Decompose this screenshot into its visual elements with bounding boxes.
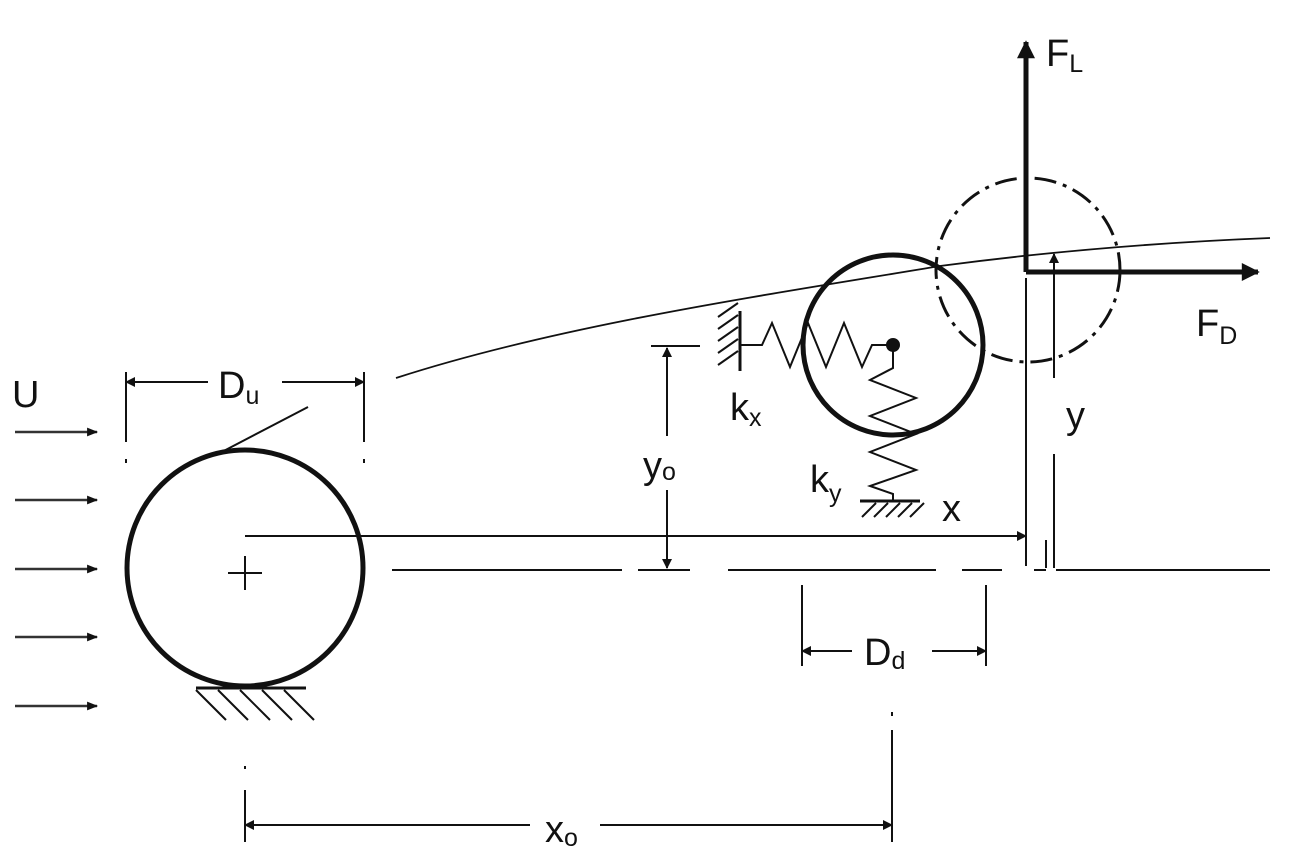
lift-force-label: FL xyxy=(1046,33,1083,78)
displacement-y-label: y xyxy=(1066,395,1085,437)
offset-x-label: xo xyxy=(545,809,578,852)
upstream-cylinder xyxy=(124,447,366,689)
downstream-diameter-label: Dd xyxy=(864,632,905,675)
displacement-y-dimension xyxy=(1025,253,1059,568)
drag-force-label: FD xyxy=(1196,303,1237,350)
offset-y-dimension xyxy=(651,345,700,569)
downstream-diameter-dimension xyxy=(801,585,987,666)
wake-boundary-curve xyxy=(395,237,1271,379)
downstream-cylinder xyxy=(800,252,986,438)
force-vectors xyxy=(1017,40,1260,281)
displacement-x-label: x xyxy=(942,488,961,530)
spring-x xyxy=(717,302,893,371)
upstream-ground-hatch xyxy=(195,686,315,721)
upstream-center-mark xyxy=(228,556,262,590)
upstream-diameter-dimension xyxy=(125,372,365,463)
spring-y-label: ky xyxy=(810,459,842,508)
flow-velocity-label: U xyxy=(12,374,39,416)
offset-y-label: yo xyxy=(643,445,676,487)
offset-x-dimension xyxy=(244,712,893,842)
spring-x-label: kx xyxy=(730,387,762,432)
spring-y xyxy=(860,345,925,518)
free-stream-arrows xyxy=(15,427,99,711)
upstream-diameter-label: Du xyxy=(218,365,259,410)
